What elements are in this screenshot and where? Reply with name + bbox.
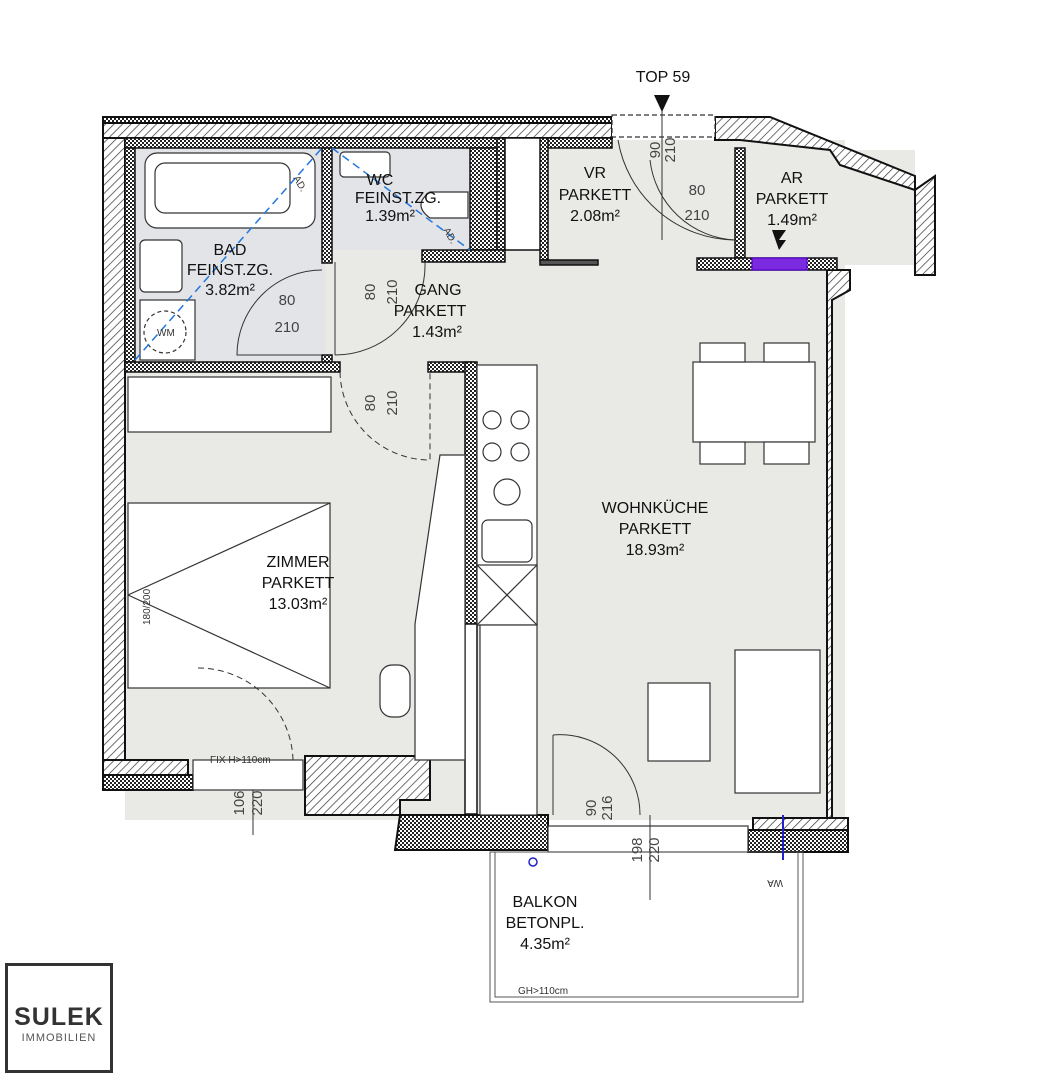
svg-text:BETONPL.: BETONPL. (506, 915, 585, 932)
svg-text:AR: AR (781, 170, 803, 187)
room-bad: BAD FEINST.ZG. 3.82m² (187, 242, 273, 299)
room-ar: AR PARKETT 1.49m² (756, 170, 829, 229)
bed (127, 502, 331, 689)
svg-text:80: 80 (689, 182, 706, 199)
svg-text:WOHNKÜCHE: WOHNKÜCHE (602, 499, 709, 517)
logo-subtitle: IMMOBILIEN (21, 1032, 97, 1044)
svg-text:4.35m²: 4.35m² (520, 936, 570, 953)
svg-text:WM: WM (157, 328, 175, 339)
svg-text:GANG: GANG (414, 282, 461, 299)
svg-text:3.82m²: 3.82m² (205, 282, 255, 299)
svg-text:PARKETT: PARKETT (756, 191, 829, 208)
logo-name: SULEK (14, 1003, 104, 1031)
outer-walls (102, 116, 936, 853)
svg-text:2.08m²: 2.08m² (570, 208, 620, 225)
door-dimensions: 80 210 80 210 80 210 90 210 80 210 90 21… (231, 137, 710, 862)
svg-text:PARKETT: PARKETT (619, 521, 692, 538)
svg-text:210: 210 (274, 319, 299, 336)
ventilation-arrow-icon (772, 230, 786, 250)
svg-text:13.03m²: 13.03m² (269, 596, 328, 613)
sofa (734, 649, 821, 794)
svg-text:1.39m²: 1.39m² (365, 208, 415, 225)
svg-text:PARKETT: PARKETT (559, 187, 632, 204)
svg-text:18.93m²: 18.93m² (626, 542, 685, 559)
svg-text:198: 198 (629, 837, 646, 862)
room-gang: GANG PARKETT 1.43m² (394, 282, 467, 341)
svg-text:WA: WA (767, 877, 783, 888)
svg-text:PARKETT: PARKETT (262, 575, 335, 592)
entry-arrow-icon (654, 95, 670, 112)
svg-text:210: 210 (662, 137, 679, 162)
door-swings (134, 100, 736, 900)
balcony (489, 815, 804, 1003)
svg-text:1.43m²: 1.43m² (412, 324, 462, 341)
svg-text:210: 210 (684, 207, 709, 224)
room-zimmer: ZIMMER PARKETT 13.03m² (262, 554, 335, 613)
svg-text:FIX H>110cm: FIX H>110cm (210, 755, 271, 766)
svg-text:220: 220 (249, 790, 266, 815)
svg-text:GH>110cm: GH>110cm (518, 986, 568, 997)
svg-text:106: 106 (231, 790, 248, 815)
svg-text:ZIMMER: ZIMMER (266, 554, 329, 571)
room-wc: WC FEINST.ZG. 1.39m² (355, 172, 441, 225)
svg-text:FEINST.ZG.: FEINST.ZG. (355, 190, 441, 207)
unit-label: TOP 59 (636, 69, 691, 86)
svg-text:80: 80 (279, 292, 296, 309)
svg-text:210: 210 (384, 279, 401, 304)
svg-text:210: 210 (384, 390, 401, 415)
svg-text:80: 80 (362, 284, 379, 301)
svg-text:1.49m²: 1.49m² (767, 212, 817, 229)
svg-text:BAD: BAD (214, 242, 247, 259)
svg-text:220: 220 (646, 837, 663, 862)
svg-text:VR: VR (584, 165, 606, 182)
room-balkon: BALKON BETONPL. 4.35m² (506, 894, 585, 953)
dining-table (692, 361, 816, 443)
wc-sink (339, 151, 391, 178)
sink (139, 239, 183, 293)
svg-text:FEINST.ZG.: FEINST.ZG. (187, 262, 273, 279)
room-vr: VR PARKETT 2.08m² (559, 165, 632, 225)
sulek-logo: SULEK IMMOBILIEN (5, 963, 113, 1073)
svg-text:90: 90 (647, 142, 664, 159)
fixtures (127, 114, 821, 853)
svg-text:216: 216 (599, 795, 616, 820)
svg-text:80: 80 (362, 395, 379, 412)
svg-text:180/200: 180/200 (142, 588, 153, 625)
svg-text:BALKON: BALKON (513, 894, 578, 911)
room-wohnkueche: WOHNKÜCHE PARKETT 18.93m² (602, 499, 709, 559)
svg-text:90: 90 (583, 800, 600, 817)
svg-text:WC: WC (367, 172, 394, 189)
svg-text:PARKETT: PARKETT (394, 303, 467, 320)
